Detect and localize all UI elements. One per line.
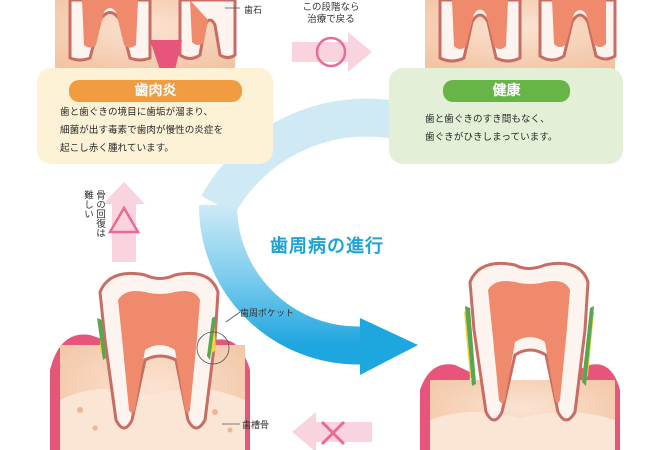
bone-recovery-label-2: 難しい [82,190,93,219]
alveolar-bone-label: 歯槽骨 [242,421,270,431]
gingivitis-description: 歯と歯ぐきの境目に歯垢が溜まり、 細菌が出す毒素で歯肉が慢性の炎症を 起こし赤く… [60,104,260,158]
tartar-label: 歯石 [244,6,263,16]
reversible-arrow [292,32,372,72]
severe-periodontitis-tooth-illustration [420,261,620,450]
gingivitis-title: 歯肉炎 [69,80,242,102]
periodontal-pocket-label: 歯周ポケット [240,309,295,319]
gingivitis-desc-line: 起こし赤く腫れています。 [60,143,174,154]
bone-recovery-label-1: 骨の回復は [94,190,105,238]
gingivitis-tooth-illustration [55,0,240,70]
healthy-desc-line: 歯と歯ぐきのすき間もなく、 [425,114,550,125]
gingivitis-desc-line: 歯と歯ぐきの境目に歯垢が溜まり、 [60,107,214,118]
healthy-title: 健康 [443,80,570,102]
healthy-desc-line: 歯ぐきがひきしまっています。 [425,132,558,143]
progression-cycle-arrow [198,98,418,375]
treatable-caption-line: この段階なら [302,2,360,13]
bone-difficult-arrow [103,182,145,262]
gingivitis-desc-line: 細菌が出す毒素で歯肉が慢性の炎症を [60,125,224,136]
periodontitis-tooth-illustration [50,271,250,450]
healthy-tooth-illustration [425,0,617,70]
diagram-title: 歯周病の進行 [270,236,384,257]
treatable-caption-line: 治療で戻る [307,14,355,25]
treatable-caption: この段階なら 治療で戻る [300,2,362,26]
healthy-description: 歯と歯ぐきのすき間もなく、 歯ぐきがひきしまっています。 [425,111,615,147]
irreversible-arrow [292,412,372,450]
